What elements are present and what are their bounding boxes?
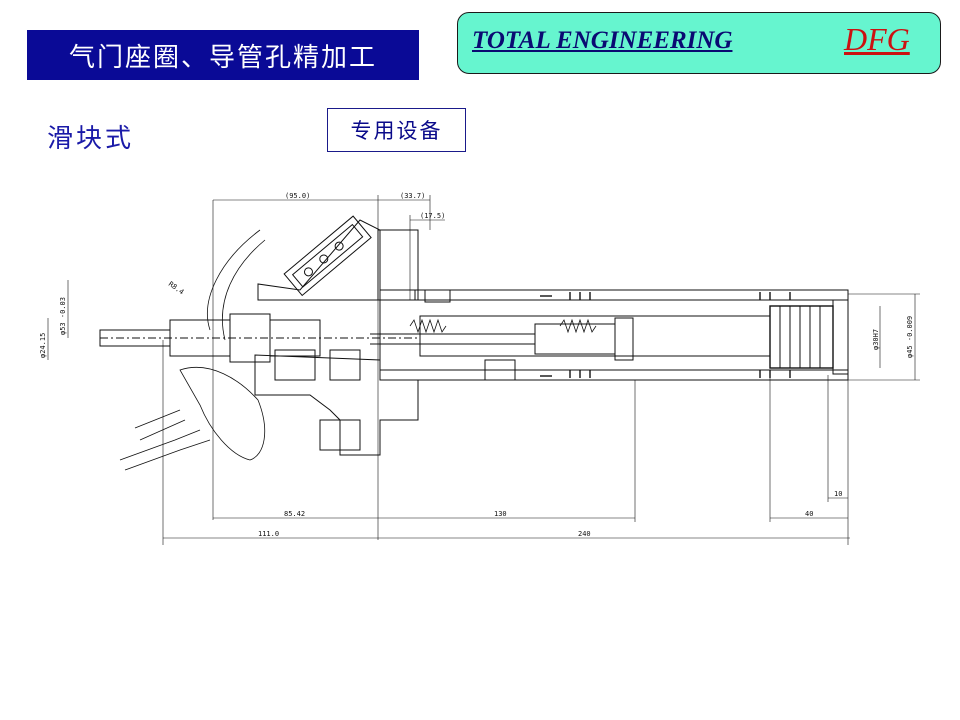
dim-111: 111.0 bbox=[258, 530, 279, 538]
brand-name: TOTAL ENGINEERING bbox=[472, 27, 733, 54]
dim-85: 85.42 bbox=[284, 510, 305, 518]
dim-240: 240 bbox=[578, 530, 591, 538]
dim-40: 40 bbox=[805, 510, 813, 518]
inner-bore bbox=[419, 315, 771, 357]
slider-assembly bbox=[283, 215, 372, 297]
main-housing bbox=[379, 289, 849, 381]
dim-phi24: φ24.15 bbox=[39, 333, 47, 358]
dim-33: (33.7) bbox=[400, 192, 425, 200]
hand-sketch bbox=[119, 229, 266, 471]
dim-phi53: φ53 -0.03 bbox=[59, 297, 67, 335]
dim-17: (17.5) bbox=[420, 212, 445, 220]
dim-phi30: φ30H7 bbox=[872, 329, 880, 350]
dim-130: 130 bbox=[494, 510, 507, 518]
cylinder-block bbox=[769, 305, 834, 369]
brand-mark: DFG bbox=[844, 21, 910, 57]
brand-banner: TOTAL ENGINEERING DFG bbox=[457, 12, 941, 74]
dim-10: 10 bbox=[834, 490, 842, 498]
front-bracket bbox=[257, 219, 416, 301]
dim-95: (95.0) bbox=[285, 192, 310, 200]
lower-body bbox=[254, 354, 419, 456]
dim-r84: R8.4 bbox=[167, 280, 185, 296]
dimension-lines bbox=[47, 195, 920, 545]
slide-title: 气门座圈、导管孔精加工 bbox=[27, 30, 419, 80]
dim-phi45: φ45 -0.009 bbox=[906, 316, 914, 358]
dimension-labels: (95.0) (33.7) (17.5) R8.4 φ53 -0.03 φ24.… bbox=[39, 192, 914, 538]
equipment-label: 专用设备 bbox=[327, 108, 466, 152]
section-subtitle: 滑块式 bbox=[47, 124, 135, 154]
